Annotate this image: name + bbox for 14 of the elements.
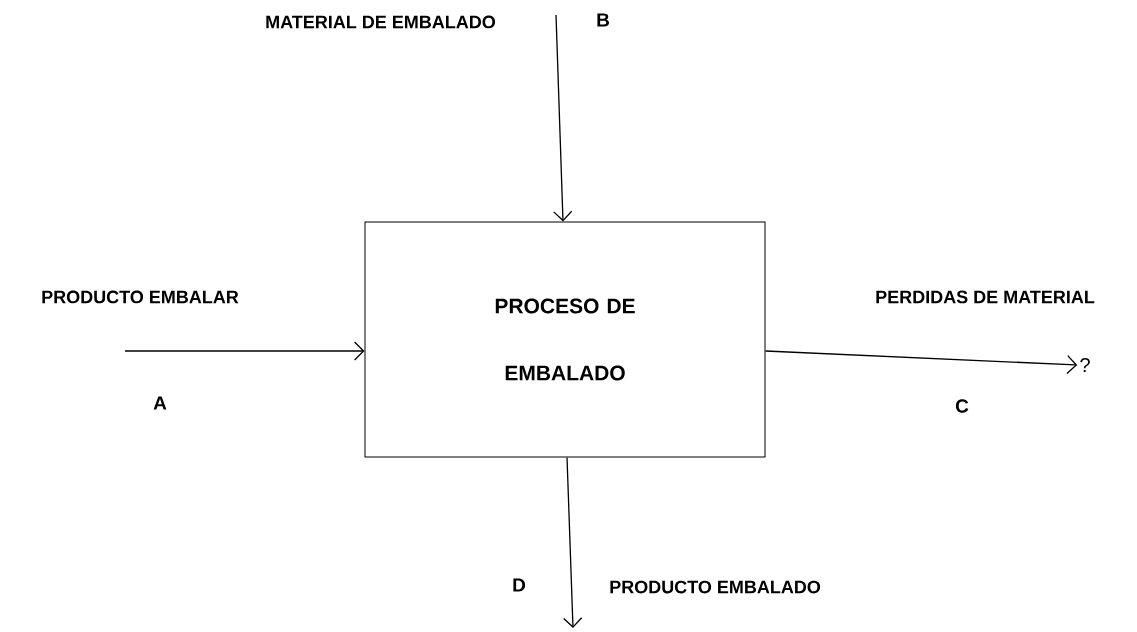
- label: MATERIAL DE EMBALADO: [266, 15, 496, 29]
- label: PRODUCTO EMBALAR: [42, 290, 239, 304]
- arrow: [764, 350, 1078, 375]
- label: A: [153, 396, 167, 410]
- label: PERDIDAS DE MATERIAL: [876, 290, 1095, 304]
- label: D: [513, 578, 526, 592]
- arrow: [553, 14, 573, 222]
- process-box: PROCESO DE EMBALADO: [364, 221, 766, 458]
- question-mark: ?: [1080, 358, 1090, 372]
- label: C: [955, 399, 969, 413]
- label: PRODUCTO EMBALADO: [610, 580, 821, 594]
- arrow: [124, 341, 365, 361]
- label: B: [597, 13, 609, 27]
- arrow: [563, 456, 583, 628]
